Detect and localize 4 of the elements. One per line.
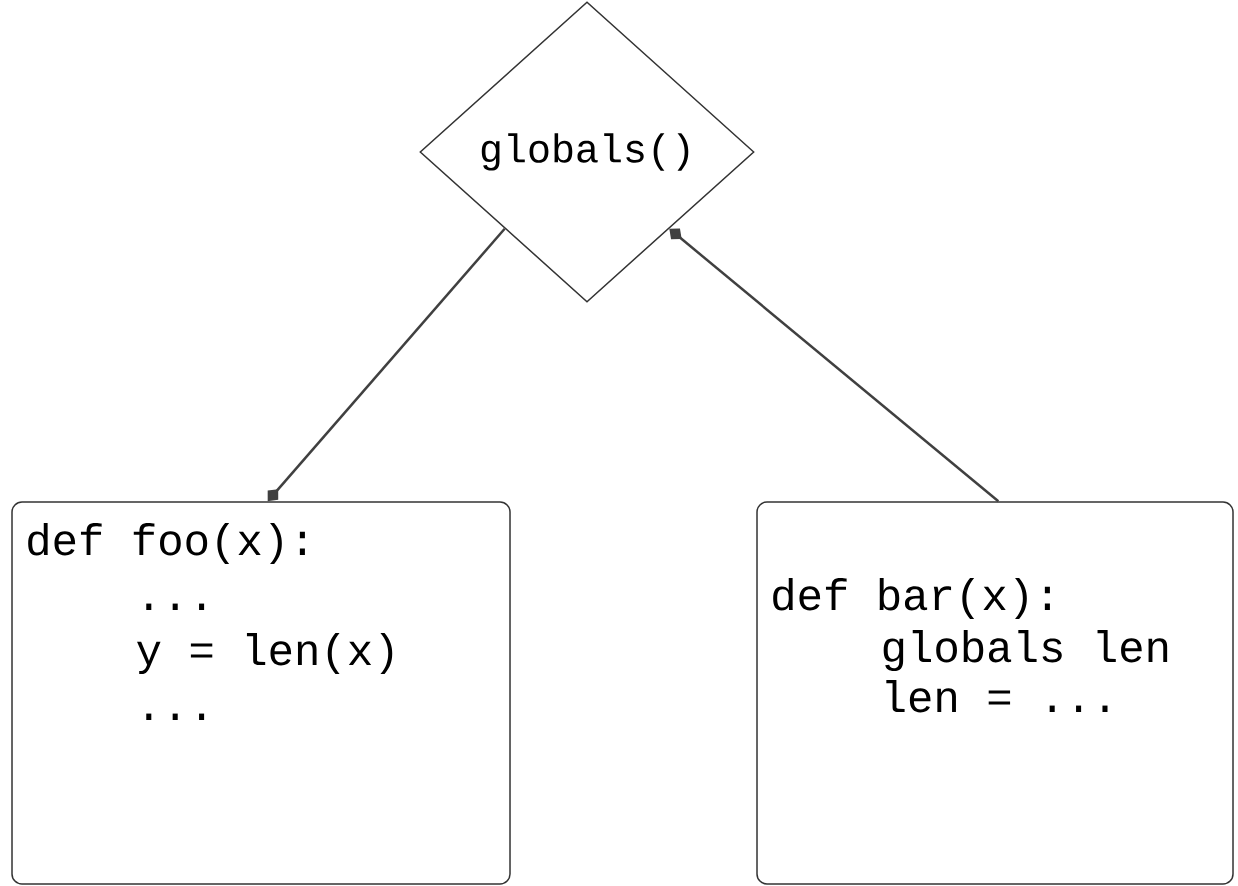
connector-line xyxy=(267,227,506,502)
code-box: def foo(x): ... y = len(x) ... xyxy=(11,501,511,885)
code-box: def bar(x): globals len len = ... xyxy=(756,501,1234,885)
connector-line xyxy=(669,228,1000,503)
